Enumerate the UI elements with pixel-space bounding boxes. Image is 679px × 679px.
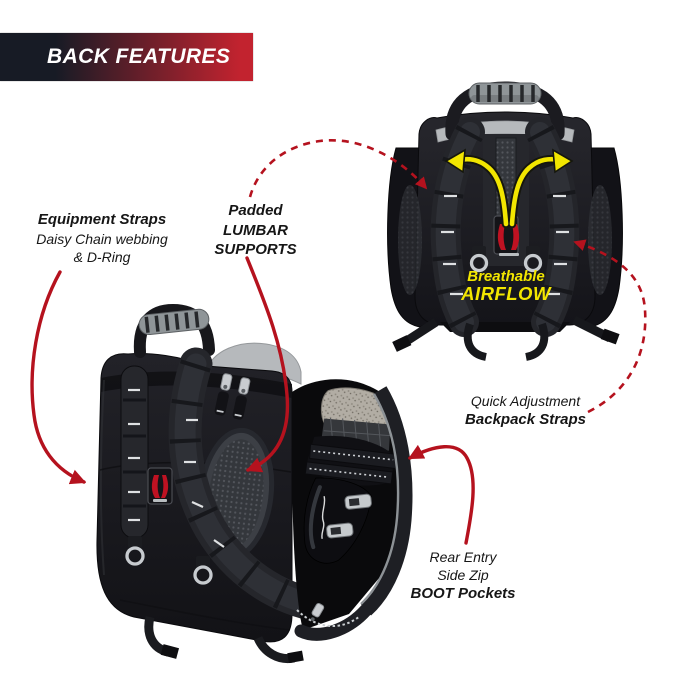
daisy-chain-strap [120, 365, 149, 539]
banner-title: BACK FEATURES [47, 45, 231, 68]
label-quick-adjustment: Quick Adjustment Backpack Straps [443, 392, 608, 430]
top-backpack: Breathable AIRFLOW [387, 81, 623, 361]
shoulder-strap [168, 347, 337, 623]
label-line: Padded [228, 202, 283, 219]
brand-logo-patch [147, 467, 173, 505]
airflow-label-line2: AIRFLOW [460, 283, 552, 304]
label-equipment-straps: Equipment Straps Daisy Chain webbing & D… [18, 210, 186, 266]
bottom-bag-handle [133, 303, 215, 358]
zipper-pulls [214, 373, 251, 420]
label-line: BOOT Pockets [410, 585, 516, 603]
label-line: Equipment Straps [37, 211, 167, 228]
lumbar-top-arrow-icon [248, 139, 428, 198]
label-boot-pockets: Rear Entry Side Zip BOOT Pockets [383, 548, 543, 604]
pocket-zipper-pull [310, 602, 325, 622]
label-line: & D-Ring [73, 248, 131, 265]
bottom-backpack [96, 303, 413, 664]
equipment-straps-arrow-icon [30, 270, 87, 485]
section-banner: BACK FEATURES [0, 33, 253, 81]
label-line: SUPPORTS [214, 241, 297, 258]
label-lumbar-supports: Padded LUMBAR SUPPORTS [193, 201, 318, 260]
d-ring [193, 556, 213, 585]
d-ring [523, 246, 543, 273]
boot-pockets-arrow-icon [407, 444, 475, 545]
airflow-label-line1: Breathable [467, 268, 545, 285]
label-line: Daisy Chain webbing [36, 230, 168, 247]
label-line: Rear Entry [429, 549, 497, 565]
d-ring [469, 246, 489, 273]
top-bag-handle [445, 81, 565, 141]
airflow-arrows-icon [444, 148, 574, 229]
lumbar-bottom-arrow-icon [245, 256, 290, 473]
boot-pocket [292, 379, 413, 641]
label-line: Quick Adjustment [470, 393, 581, 409]
d-ring [125, 536, 145, 566]
pocket-zipper [296, 609, 361, 628]
annotation-arrows [30, 139, 647, 545]
label-line: LUMBAR [223, 221, 288, 239]
label-line: Side Zip [437, 567, 489, 584]
label-line: Backpack Straps [465, 411, 586, 429]
